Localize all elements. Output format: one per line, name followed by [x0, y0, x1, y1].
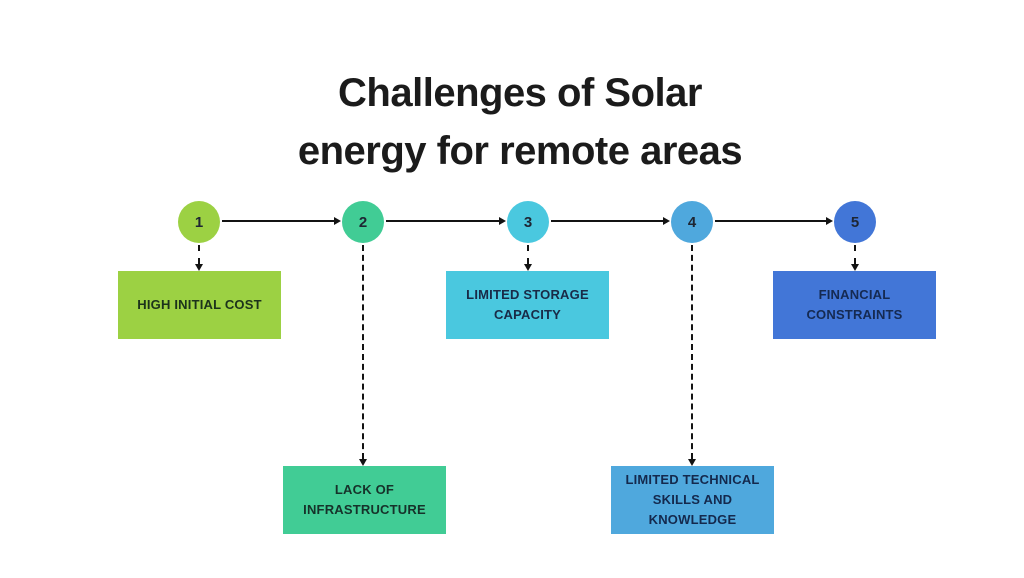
connector-line-1-2	[222, 220, 334, 222]
step-3-label: LIMITED STORAGE CAPACITY	[466, 287, 589, 322]
step-3-label-box: LIMITED STORAGE CAPACITY	[446, 271, 609, 339]
step-4-down-arrow-icon	[688, 459, 696, 466]
step-4-dashed-line	[691, 245, 693, 459]
step-5-dashed-line	[854, 245, 856, 264]
step-5-label-box: FINANCIAL CONSTRAINTS	[773, 271, 936, 339]
step-3-dashed-line	[527, 245, 529, 264]
step-2-dashed-line	[362, 245, 364, 459]
step-3-down-arrow-icon	[524, 264, 532, 271]
page-title: Challenges of Solar energy for remote ar…	[16, 64, 1024, 180]
connector-arrow-4-5-icon	[826, 217, 833, 225]
step-4-label-box: LIMITED TECHNICAL SKILLS AND KNOWLEDGE	[611, 466, 774, 534]
connector-line-4-5	[715, 220, 826, 222]
step-2-circle: 2	[342, 201, 384, 243]
connector-arrow-1-2-icon	[334, 217, 341, 225]
step-2-down-arrow-icon	[359, 459, 367, 466]
step-3-circle: 3	[507, 201, 549, 243]
step-1-label: HIGH INITIAL COST	[137, 297, 262, 312]
step-1-down-arrow-icon	[195, 264, 203, 271]
step-3-number: 3	[523, 213, 533, 231]
step-5-circle: 5	[834, 201, 876, 243]
step-1-label-box: HIGH INITIAL COST	[118, 271, 281, 339]
step-1-number: 1	[194, 213, 204, 231]
page-title-line-1: Challenges of Solar	[338, 71, 702, 115]
page-title-line-2: energy for remote areas	[297, 129, 743, 173]
step-4-circle: 4	[671, 201, 713, 243]
connector-line-2-3	[386, 220, 499, 222]
step-2-label-box: LACK OF INFRASTRUCTURE	[283, 466, 446, 534]
step-5-number: 5	[850, 213, 860, 231]
step-1-circle: 1	[178, 201, 220, 243]
connector-arrow-2-3-icon	[499, 217, 506, 225]
step-1-dashed-line	[198, 245, 200, 264]
step-5-down-arrow-icon	[851, 264, 859, 271]
step-4-label: LIMITED TECHNICAL SKILLS AND KNOWLEDGE	[625, 472, 760, 527]
step-5-label: FINANCIAL CONSTRAINTS	[806, 287, 903, 322]
step-2-number: 2	[358, 213, 368, 231]
connector-arrow-3-4-icon	[663, 217, 670, 225]
connector-line-3-4	[551, 220, 663, 222]
step-2-label: LACK OF INFRASTRUCTURE	[303, 482, 426, 517]
step-4-number: 4	[687, 213, 697, 231]
